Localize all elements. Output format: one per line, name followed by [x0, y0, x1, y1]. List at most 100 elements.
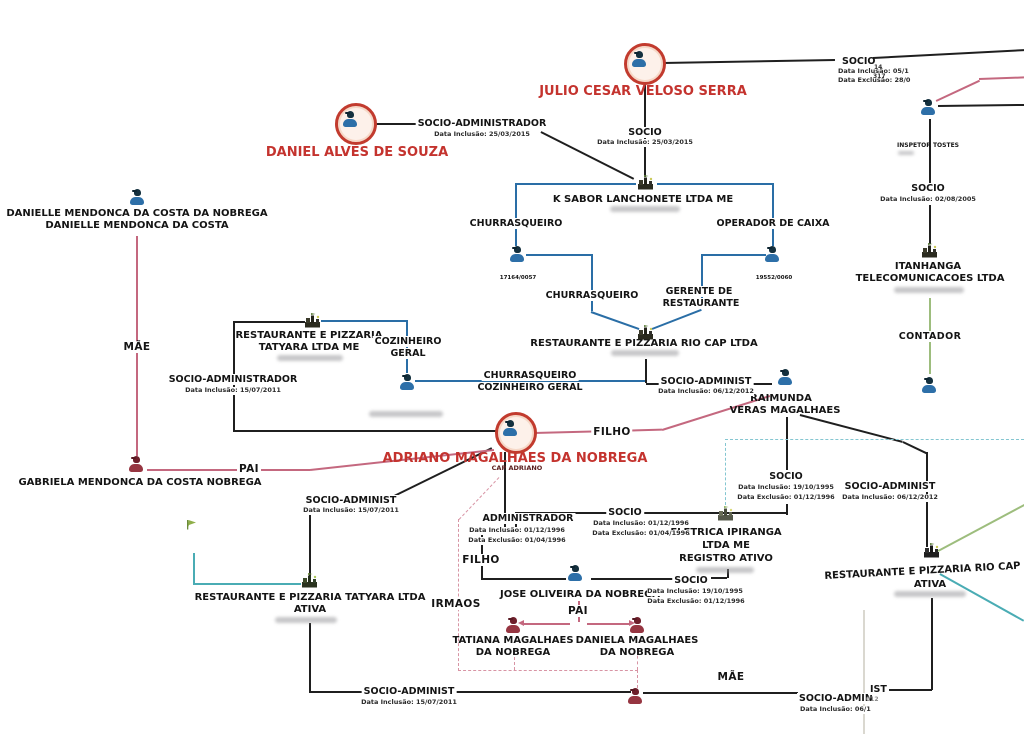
edge-label-daniel-socioadm: SOCIO-ADMINISTRADOR — [415, 118, 549, 130]
edge-line-blue — [772, 183, 774, 246]
edge-dashed-family — [458, 670, 638, 671]
edge-line-blue — [321, 320, 407, 322]
node-label-tatiana-1: TATIANA MAGALHAES — [452, 635, 574, 646]
edge-date-julio-right-exc: Data Exclusão: 28/0 — [838, 76, 911, 85]
edge-label-jose-eletrica: SOCIO — [672, 575, 710, 587]
edge-label-julio-right: SOCIO — [842, 56, 876, 67]
edge-label-pai-left: PAI — [237, 463, 261, 476]
redacted-cnpj-riocap — [611, 350, 679, 356]
node-label-raimunda-2: VERAS MAGALHAES — [729, 405, 841, 416]
edge-line — [309, 623, 311, 692]
node-label-eletrica-1: ELETRICA IPIRANGA — [670, 527, 782, 538]
person-icon-tatiana[interactable] — [505, 617, 521, 634]
redacted-cnpj-ksabor — [610, 206, 680, 212]
person-node-adriano[interactable] — [495, 412, 537, 454]
node-label-tatiana-2: DA NOBREGA — [475, 647, 551, 658]
edge-date-raimunda-eletrica-exc: Data Exclusão: 01/12/1996 — [737, 493, 835, 502]
edge-line-teal — [939, 573, 1024, 622]
edge-label-churrasqueiro-1: CHURRASQUEIRO — [467, 218, 565, 230]
person-icon-cozinheiro[interactable] — [399, 374, 415, 391]
edge-dashed-family — [637, 650, 638, 670]
edge-date-adriano-eletrica-exc: Data Exclusão: 01/04/1996 — [592, 529, 690, 538]
edge-line — [481, 578, 566, 580]
redacted-cnpj-eletrica — [696, 567, 754, 573]
edge-label-mae-bottom: MÃE — [717, 671, 745, 683]
edge-frag-317: 317 — [873, 73, 886, 80]
edge-date-raimunda-eletrica-inc: Data Inclusão: 19/10/1995 — [738, 483, 834, 492]
node-label-itanhanga-1: ITANHANGA — [894, 261, 962, 272]
company-icon-tatyara-ativa[interactable] — [300, 573, 319, 589]
edge-label-administrador: ADMINISTRADOR — [480, 513, 576, 525]
node-tag-adriano: CAP ADRIANO — [491, 464, 543, 472]
edge-line-blue — [591, 254, 593, 311]
edge-line — [662, 58, 835, 64]
edge-label-adriano-tatyarame: SOCIO-ADMINISTRADOR — [166, 374, 300, 386]
edge-line-blue — [651, 308, 702, 330]
edge-line — [233, 430, 499, 432]
company-icon-tatyara-me[interactable] — [303, 313, 322, 329]
green-flag-icon[interactable] — [184, 516, 198, 530]
edge-label-raimunda-riocap-ativa: SOCIO-ADMINIST — [842, 481, 938, 493]
person-icon-jose[interactable] — [567, 565, 583, 582]
node-label-jose: JOSE OLIVEIRA DA NOBREGA — [499, 589, 661, 600]
person-icon-danielle[interactable] — [129, 189, 145, 206]
edge-label-adriano-eletrica: SOCIO — [606, 507, 644, 519]
company-icon-ksabor[interactable] — [636, 175, 655, 191]
edge-date-administrador-inc: Data Inclusão: 01/12/1996 — [469, 526, 565, 535]
node-label-tatyara-ativa-2: ATIVA — [293, 604, 327, 615]
node-label-tatyara-me-2: TATYARA LTDA ME — [258, 342, 360, 353]
redacted-doc-inspetor — [898, 151, 914, 155]
edge-label-mae-left: MÃE — [121, 341, 153, 354]
edge-date-bottom-socio: Data Inclusão: 15/07/2011 — [361, 698, 457, 707]
company-icon-riocap[interactable] — [636, 325, 655, 341]
company-icon-riocap-ativa[interactable] — [922, 543, 941, 559]
edge-line — [727, 569, 729, 578]
edge-line-blue — [590, 311, 640, 330]
edge-line — [643, 692, 798, 694]
person-icon-worker2[interactable] — [764, 246, 780, 263]
person-icon-contador[interactable] — [921, 377, 937, 394]
company-icon-eletrica[interactable] — [716, 506, 735, 522]
person-icon-gabriela[interactable] — [128, 456, 144, 473]
edge-frag-14: 14 — [874, 64, 883, 71]
edge-dashed-family — [637, 670, 638, 688]
node-label-tatyara-me-1: RESTAURANTE E PIZZARIA — [235, 330, 383, 341]
edge-date-jose-eletrica-exc: Data Exclusão: 01/12/1996 — [647, 597, 745, 606]
edge-line — [882, 689, 932, 691]
edge-line-family — [147, 469, 310, 471]
edge-label-cozinheiro-1: COZINHEIRO — [372, 336, 444, 348]
edge-label-bottom-right-ist: IST — [868, 684, 889, 696]
edge-date-julio-socio: Data Inclusão: 25/03/2015 — [597, 138, 693, 147]
node-label-raimunda-1: RAIMUNDA — [750, 393, 812, 404]
edge-line — [309, 691, 631, 693]
person-icon-bottom-mother[interactable] — [627, 688, 643, 705]
node-label-itanhanga-2: TELECOMUNICACOES LTDA — [855, 273, 1005, 284]
company-icon-itanhanga[interactable] — [920, 243, 939, 259]
edge-dashed-family — [458, 519, 459, 671]
node-label-daniela-2: DA NOBREGA — [599, 647, 675, 658]
node-label-ksabor: K SABOR LANCHONETE LTDA ME — [552, 194, 734, 205]
edge-dashed-cyan — [725, 439, 1024, 440]
edge-date-daniel-socioadm: Data Inclusão: 25/03/2015 — [434, 130, 530, 139]
edge-line — [902, 441, 927, 454]
person-node-daniel[interactable] — [335, 103, 377, 145]
node-label-gabriela: GABRIELA MENDONCA DA COSTA NOBREGA — [18, 477, 262, 488]
edge-line — [929, 119, 931, 183]
scan-crease — [863, 610, 865, 734]
node-label-adriano: ADRIANO MAGALHAES DA NOBREGA — [382, 451, 648, 466]
redacted-cnpj-riocap-ativa — [894, 591, 966, 597]
edge-label-churrasqueiro-2: CHURRASQUEIRO — [543, 290, 641, 302]
person-icon-raimunda[interactable] — [777, 369, 793, 386]
redacted-cnpj-itanhanga — [894, 287, 964, 293]
person-node-julio[interactable] — [624, 43, 666, 85]
edge-line — [481, 527, 483, 578]
edge-line — [645, 359, 647, 383]
edge-date-julio-right-inc: Data Inclusão: 05/1 — [838, 67, 909, 76]
edge-date-raimunda-riocap-ativa: Data Inclusão: 06/12/2012 — [842, 493, 938, 502]
person-icon-inspetor[interactable] — [920, 99, 936, 116]
person-icon-daniela[interactable] — [629, 617, 645, 634]
person-icon-worker1[interactable] — [509, 246, 525, 263]
edge-line — [929, 205, 931, 244]
edge-line-family — [587, 623, 631, 625]
edge-label-cozinheiro-2: GERAL — [388, 348, 428, 360]
